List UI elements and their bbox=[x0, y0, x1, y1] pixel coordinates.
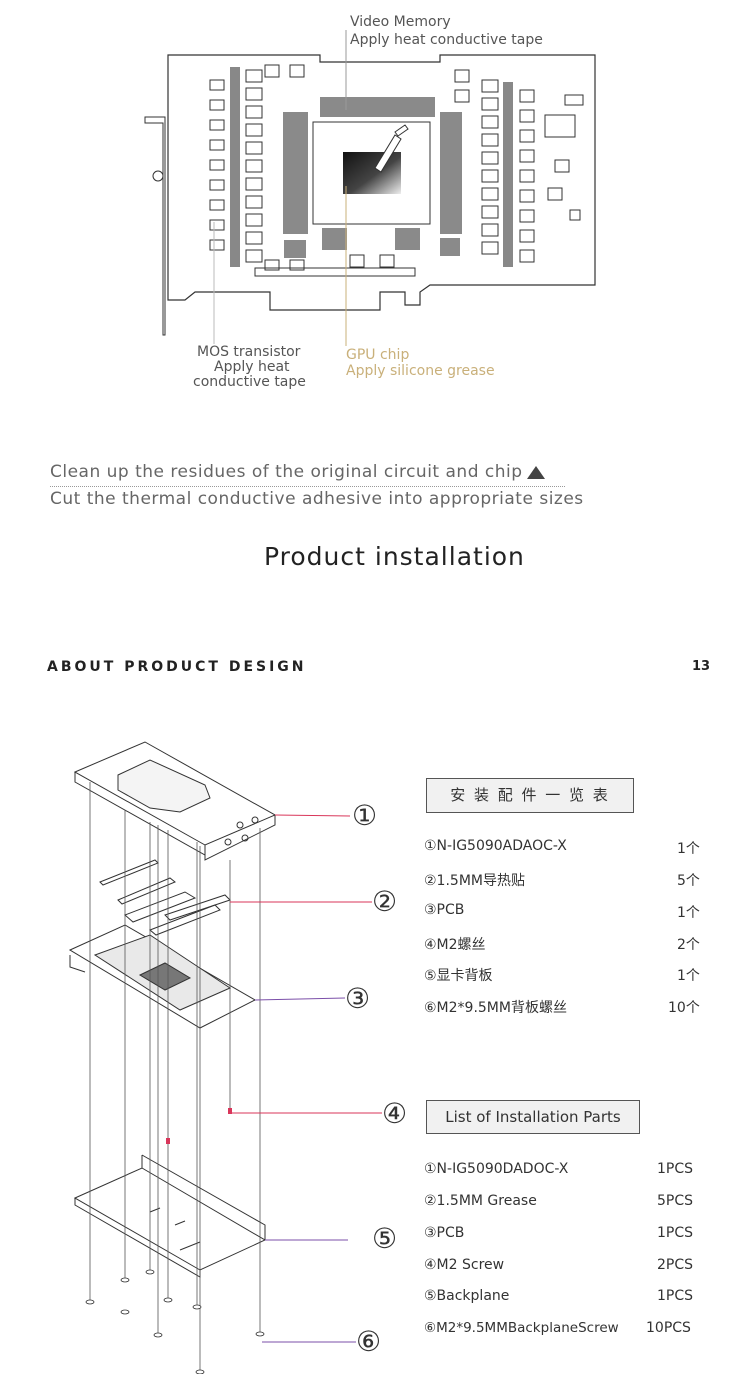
parts-en-item-1: ①N-IG5090DADOC-X bbox=[424, 1161, 569, 1177]
instruction-divider bbox=[50, 486, 565, 487]
backplane bbox=[73, 1154, 267, 1278]
marker-5: ⑤ bbox=[372, 1222, 398, 1255]
cooler-plate bbox=[73, 741, 277, 861]
instruction-line-1: Clean up the residues of the original ci… bbox=[50, 462, 523, 482]
callout-video-memory: Video Memory bbox=[350, 14, 451, 30]
parts-cn-item-1: ①N-IG5090ADAOC-X bbox=[424, 838, 567, 854]
parts-cn-qty-5: 1个 bbox=[677, 968, 700, 984]
parts-en-qty-2: 5PCS bbox=[657, 1193, 694, 1209]
parts-en-item-4: ④M2 Screw bbox=[424, 1257, 505, 1273]
parts-cn-qty-3: 1个 bbox=[677, 905, 700, 921]
page-number: 13 bbox=[692, 659, 711, 674]
pcb-board bbox=[68, 924, 257, 1029]
parts-en-qty-5: 1PCS bbox=[657, 1288, 694, 1304]
exploded-view bbox=[68, 741, 382, 1374]
screws bbox=[85, 1269, 265, 1374]
marker-4: ④ bbox=[382, 1097, 408, 1130]
leader-3 bbox=[254, 997, 346, 1001]
parts-cn-qty-6: 10个 bbox=[668, 1000, 700, 1016]
callout-video-memory-note: Apply heat conductive tape bbox=[350, 32, 543, 48]
callout-gpu-note: Apply silicone grease bbox=[346, 363, 495, 379]
marker-6: ⑥ bbox=[356, 1325, 382, 1358]
marker-1: ① bbox=[352, 799, 378, 832]
parts-en-qty-6: 10PCS bbox=[646, 1320, 691, 1336]
leader-1 bbox=[274, 814, 351, 817]
section-title: Product installation bbox=[264, 542, 525, 571]
parts-cn-qty-1: 1个 bbox=[677, 841, 700, 857]
syringe-icon bbox=[374, 124, 409, 173]
parts-en-qty-4: 2PCS bbox=[657, 1257, 694, 1273]
marker-2: ② bbox=[372, 885, 398, 918]
parts-cn-title: 安 装 配 件 一 览 表 bbox=[426, 778, 634, 813]
thermal-pads bbox=[99, 859, 231, 936]
instruction-line-2: Cut the thermal conductive adhesive into… bbox=[50, 489, 584, 509]
parts-cn-item-3: ③PCB bbox=[424, 902, 465, 918]
parts-en-qty-1: 1PCS bbox=[657, 1161, 694, 1177]
marker-3: ③ bbox=[345, 982, 371, 1015]
about-heading: ABOUT PRODUCT DESIGN bbox=[47, 659, 307, 675]
parts-en-item-2: ②1.5MM Grease bbox=[424, 1193, 537, 1209]
pcb-diagram bbox=[144, 30, 596, 346]
triangle-up-icon bbox=[527, 466, 545, 479]
memory-chips bbox=[283, 97, 462, 258]
leader-lines bbox=[213, 30, 347, 346]
mos-column-left bbox=[230, 67, 513, 267]
callout-gpu: GPU chip bbox=[346, 347, 410, 363]
parts-cn-item-5: ⑤显卡背板 bbox=[424, 968, 493, 984]
parts-en-title: List of Installation Parts bbox=[426, 1100, 640, 1134]
parts-en-item-5: ⑤Backplane bbox=[424, 1288, 510, 1304]
gpu-die bbox=[343, 152, 401, 194]
screw-lines bbox=[89, 782, 261, 1370]
parts-cn-item-4: ④M2螺丝 bbox=[424, 937, 486, 953]
small-components bbox=[209, 64, 584, 277]
callout-mos-note1: Apply heat bbox=[214, 359, 290, 375]
parts-cn-qty-2: 5个 bbox=[677, 873, 700, 889]
parts-en-item-6: ⑥M2*9.5MMBackplaneScrew bbox=[424, 1320, 619, 1336]
parts-cn-item-6: ⑥M2*9.5MM背板螺丝 bbox=[424, 1000, 567, 1016]
callout-mos-note2: conductive tape bbox=[193, 374, 306, 390]
parts-cn-item-2: ②1.5MM导热贴 bbox=[424, 873, 525, 889]
parts-en-qty-3: 1PCS bbox=[657, 1225, 694, 1241]
screw-highlights bbox=[166, 1108, 232, 1144]
parts-en-item-3: ③PCB bbox=[424, 1225, 465, 1241]
callout-mos: MOS transistor bbox=[197, 344, 301, 360]
parts-cn-qty-4: 2个 bbox=[677, 937, 700, 953]
